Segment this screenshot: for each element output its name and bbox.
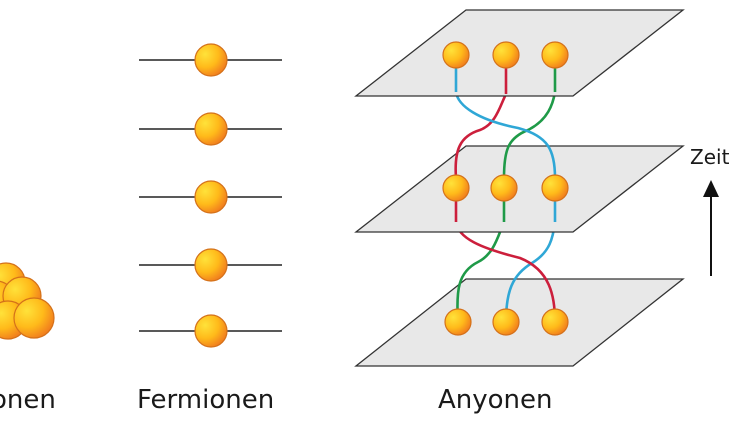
- time-axis-label: Zeit: [690, 145, 730, 169]
- boson-particle: [13, 297, 55, 339]
- anyon-braid: [354, 9, 685, 367]
- boson-cluster: [0, 262, 55, 340]
- bosonen-caption: onen: [0, 385, 56, 415]
- strand-red-upper: [454, 56, 508, 179]
- anyon-particle: [541, 174, 569, 202]
- strand-blue-upper: [454, 56, 557, 179]
- anyon-particle: [492, 41, 520, 69]
- fermion-row: [139, 180, 282, 214]
- fermionen-caption: Fermionen: [137, 385, 275, 415]
- anyon-particle: [541, 308, 569, 336]
- anyon-particle: [490, 174, 518, 202]
- anyon-particle: [541, 41, 569, 69]
- fermion-particle: [194, 314, 228, 348]
- fermion-particle: [194, 180, 228, 214]
- fermion-particle: [194, 112, 228, 146]
- fermion-row: [139, 248, 282, 282]
- fermion-particle: [194, 248, 228, 282]
- anyonen-caption: Anyonen: [438, 385, 553, 415]
- fermion-column: [139, 43, 282, 348]
- fermion-row: [139, 112, 282, 146]
- anyon-particle: [492, 308, 520, 336]
- time-plane-top: [354, 9, 685, 97]
- arrow-up-icon: [703, 180, 719, 276]
- fermion-row: [139, 314, 282, 348]
- fermion-particle: [194, 43, 228, 77]
- time-plane-middle: [354, 145, 685, 233]
- anyon-particle: [442, 41, 470, 69]
- anyon-particle: [442, 174, 470, 202]
- fermion-row: [139, 43, 282, 77]
- anyon-particle: [444, 308, 472, 336]
